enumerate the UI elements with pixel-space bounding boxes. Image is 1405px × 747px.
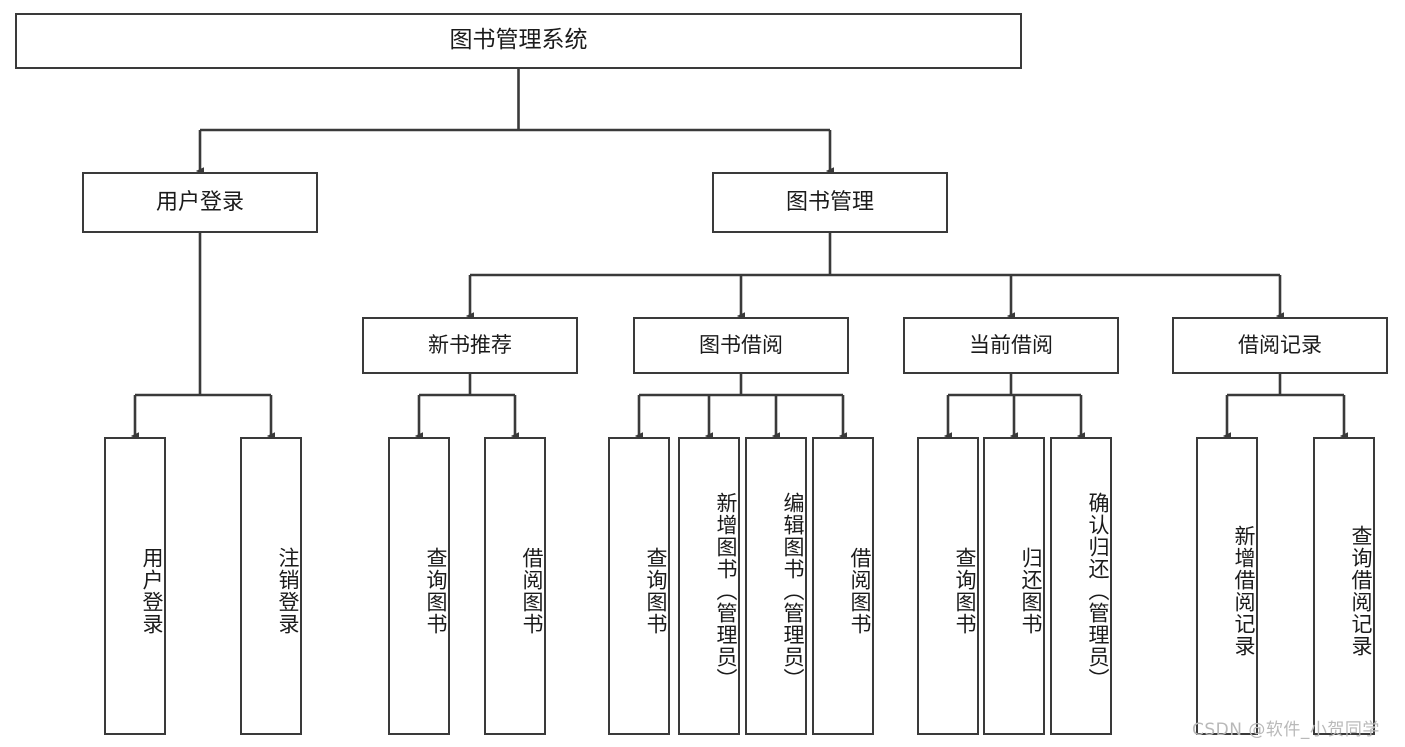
node-l-user-logout[interactable]: 注销登录 (240, 437, 302, 735)
node-label: 归还图书 (1019, 547, 1043, 635)
node-label: 图书管理 (785, 189, 874, 215)
node-n-book-manage[interactable]: 图书管理 (712, 172, 948, 233)
node-label: 新书推荐 (428, 333, 512, 358)
node-l-cur-return[interactable]: 归还图书 (983, 437, 1045, 735)
node-label: 新增借阅记录 (1232, 525, 1256, 657)
node-label: 当前借阅 (969, 333, 1053, 358)
node-label: 借阅记录 (1238, 333, 1322, 358)
node-label: 查询图书 (953, 547, 977, 635)
node-n-new-book-rec[interactable]: 新书推荐 (362, 317, 578, 374)
node-label: 编辑图书（管理员） (781, 492, 805, 690)
node-l-cur-query[interactable]: 查询图书 (917, 437, 979, 735)
node-label: 查询图书 (644, 547, 668, 635)
node-l-borrow-query[interactable]: 查询图书 (608, 437, 670, 735)
node-l-rec-borrow[interactable]: 借阅图书 (484, 437, 546, 735)
node-label: 图书管理系统 (449, 27, 588, 54)
node-label: 注销登录 (276, 547, 300, 635)
node-label: 图书借阅 (699, 333, 783, 358)
node-l-borrow-lend[interactable]: 借阅图书 (812, 437, 874, 735)
node-label: 新增图书（管理员） (714, 492, 738, 690)
node-l-cur-confirm[interactable]: 确认归还（管理员） (1050, 437, 1112, 735)
node-n-current-borrow[interactable]: 当前借阅 (903, 317, 1119, 374)
node-label: 用户登录 (155, 189, 244, 215)
node-n-user-login[interactable]: 用户登录 (82, 172, 318, 233)
node-l-rec-search[interactable]: 查询借阅记录 (1313, 437, 1375, 735)
node-n-book-borrow[interactable]: 图书借阅 (633, 317, 849, 374)
node-label: 用户登录 (140, 547, 164, 635)
node-label: 查询借阅记录 (1349, 525, 1373, 657)
node-l-borrow-edit[interactable]: 编辑图书（管理员） (745, 437, 807, 735)
csdn-watermark: CSDN @软件_小贺同学 (1192, 720, 1380, 740)
node-n-borrow-record[interactable]: 借阅记录 (1172, 317, 1388, 374)
node-label: 查询图书 (424, 547, 448, 635)
node-l-rec-add[interactable]: 新增借阅记录 (1196, 437, 1258, 735)
node-label: 借阅图书 (520, 547, 544, 635)
node-l-borrow-add[interactable]: 新增图书（管理员） (678, 437, 740, 735)
node-root[interactable]: 图书管理系统 (15, 13, 1022, 69)
node-l-rec-query[interactable]: 查询图书 (388, 437, 450, 735)
node-label: 借阅图书 (848, 547, 872, 635)
node-l-user-login[interactable]: 用户登录 (104, 437, 166, 735)
node-label: 确认归还（管理员） (1086, 492, 1110, 690)
